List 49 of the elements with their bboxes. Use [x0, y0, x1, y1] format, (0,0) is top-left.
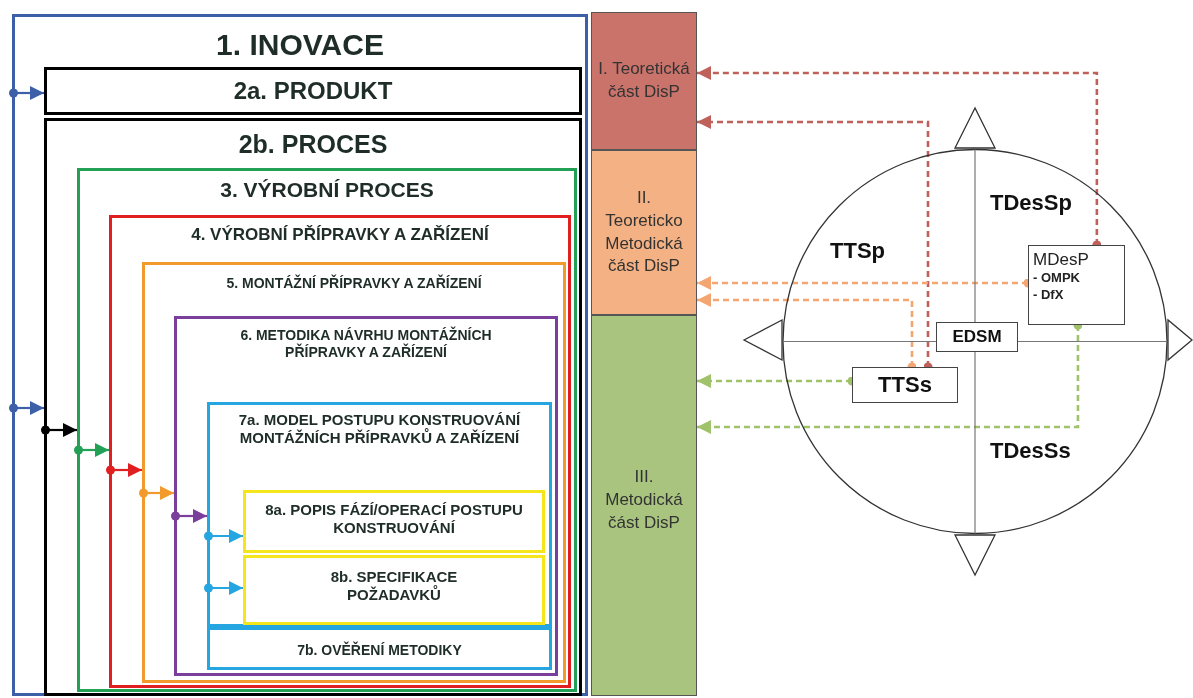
- arrow: [171, 509, 207, 523]
- label-box: [936, 322, 1018, 352]
- box-title: MDesP: [1033, 249, 1090, 271]
- quadrant-label: TDesSp: [990, 190, 1072, 216]
- nested-box: [77, 168, 577, 692]
- nested-box: [109, 215, 571, 688]
- label-box: [852, 367, 958, 403]
- box-title: 3. VÝROBNÍ PROCES: [219, 177, 435, 203]
- section-panel: [591, 315, 697, 696]
- box-title: 2a. PRODUKT: [232, 77, 394, 106]
- nested-box: [44, 67, 582, 115]
- arrow: [9, 86, 44, 100]
- nested-box: [44, 118, 582, 696]
- list-item: - OMPK: [1033, 270, 1081, 287]
- list-item: - DfX: [1033, 286, 1065, 303]
- quadrant-label: TTSp: [830, 238, 885, 264]
- box-title: 7a. MODEL POSTUPU KONSTRUOVÁNÍ MONTÁŽNÍCH PŘÍPRAVKŮ A ZAŘÍZENÍ: [237, 411, 522, 447]
- arrow: [9, 401, 44, 415]
- nested-box: [12, 14, 588, 696]
- nested-box: [207, 402, 552, 627]
- box-title: 6. METODIKA NÁVRHU MONTÁŽNÍCH PŘÍPRAVKY A ZAŘÍZENÍ: [239, 327, 493, 361]
- box-title: 5. MONTÁŽNÍ PŘÍPRAVKY A ZAŘÍZENÍ: [225, 275, 483, 292]
- arrow: [204, 529, 243, 543]
- box-title: 7b. OVĚŘENÍ METODIKY: [296, 642, 463, 659]
- box-title: 4. VÝROBNÍ PŘÍPRAVKY A ZAŘÍZENÍ: [190, 225, 490, 246]
- nested-box: [207, 627, 552, 670]
- quadrant-circle: [782, 148, 1168, 535]
- arrow: [41, 423, 77, 437]
- box-title: 8b. SPECIFIKACE POŽADAVKŮ: [329, 568, 459, 604]
- quadrant-label: TDesSs: [990, 438, 1071, 464]
- nested-box: [243, 555, 545, 625]
- box-title: 2b. PROCES: [237, 129, 389, 159]
- section-panel: [591, 150, 697, 315]
- arrow: [106, 463, 142, 477]
- nested-box: [174, 316, 558, 676]
- box-label: TTSs: [878, 371, 932, 399]
- nested-box: [142, 262, 566, 683]
- section-label: III. Metodická část DisP: [604, 466, 684, 534]
- box-title: 1. INOVACE: [215, 27, 385, 63]
- arrow: [74, 443, 109, 457]
- section-label: I. Teoretická část DisP: [597, 58, 691, 103]
- section-panel: [591, 12, 697, 150]
- box-title: 8a. POPIS FÁZÍ/OPERACÍ POSTUPU KONSTRUOVÁNÍ: [264, 501, 524, 537]
- arrow: [139, 486, 174, 500]
- box-label: EDSM: [952, 326, 1002, 348]
- section-label: II. Teoreticko Metodická část DisP: [604, 186, 684, 278]
- method-box: [1028, 245, 1125, 325]
- nested-box: [243, 490, 545, 553]
- arrow: [204, 581, 243, 595]
